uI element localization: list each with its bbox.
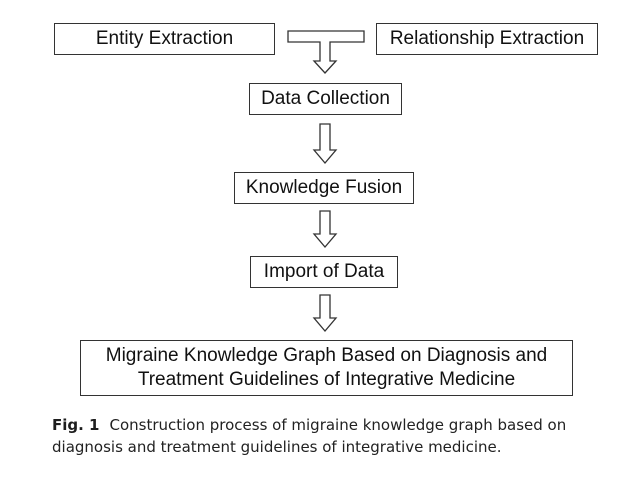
entity-extraction-label: Entity Extraction [95,28,234,49]
down-arrow-icon [312,294,338,333]
merge-arrow-icon [287,30,365,74]
relationship-extraction-label: Relationship Extraction [389,28,585,49]
down-arrow-icon [312,210,338,249]
data-collection-label: Data Collection [261,88,390,109]
knowledge-fusion-node: Knowledge Fusion [234,172,414,204]
import-of-data-label: Import of Data [263,261,385,282]
final-node-label-line2: Treatment Guidelines of Integrative Medi… [137,369,516,390]
figure-caption-text: Construction process of migraine knowled… [52,416,567,456]
entity-extraction-node: Entity Extraction [54,23,275,55]
knowledge-fusion-label: Knowledge Fusion [245,177,403,198]
figure-label: Fig. 1 [52,416,100,434]
migraine-knowledge-graph-node: Migraine Knowledge Graph Based on Diagno… [80,340,573,396]
import-of-data-node: Import of Data [250,256,398,288]
relationship-extraction-node: Relationship Extraction [376,23,598,55]
down-arrow-icon [312,123,338,165]
data-collection-node: Data Collection [249,83,402,115]
final-node-label-line1: Migraine Knowledge Graph Based on Diagno… [105,345,548,366]
